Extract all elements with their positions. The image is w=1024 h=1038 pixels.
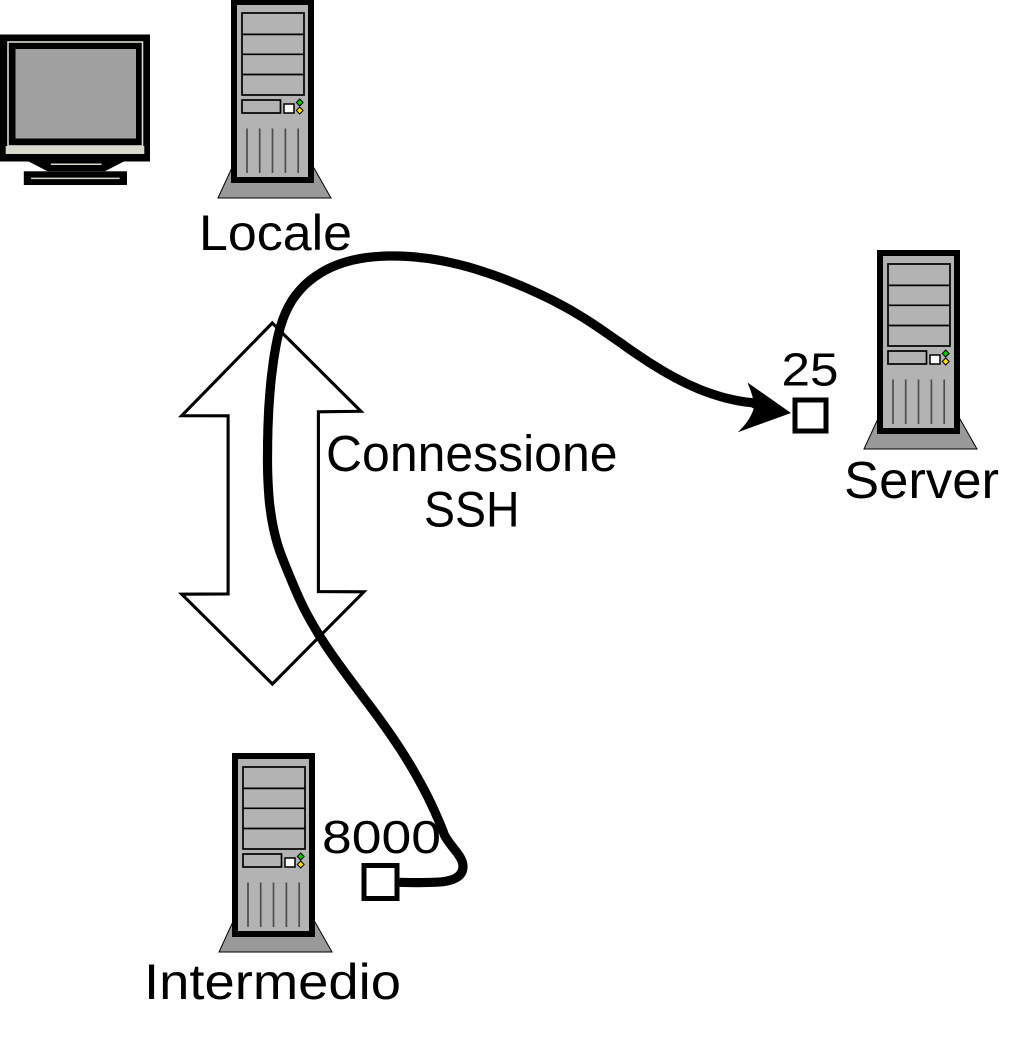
- svg-text:8000: 8000: [322, 811, 441, 863]
- svg-text:Locale: Locale: [199, 205, 352, 261]
- svg-text:Intermedio: Intermedio: [144, 954, 401, 1010]
- svg-text:Connessione: Connessione: [326, 425, 618, 482]
- svg-text:Server: Server: [844, 452, 999, 510]
- svg-text:25: 25: [782, 344, 839, 396]
- svg-text:SSH: SSH: [424, 481, 520, 538]
